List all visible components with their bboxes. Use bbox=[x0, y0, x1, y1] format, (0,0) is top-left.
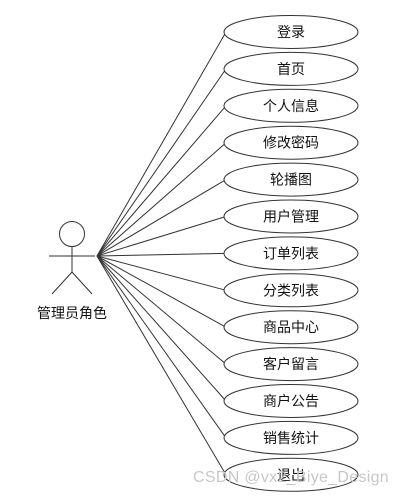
connector-line bbox=[96, 179, 227, 257]
use-case: 个人信息 bbox=[223, 88, 359, 123]
use-case-ellipse bbox=[223, 162, 359, 197]
actor-label: 管理员角色 bbox=[37, 305, 107, 322]
use-case: 退出 bbox=[223, 457, 359, 492]
use-case: 登录 bbox=[223, 15, 359, 49]
use-case-ellipse bbox=[223, 88, 359, 123]
use-case-ellipse bbox=[223, 236, 359, 271]
use-case-label: 销售统计 bbox=[263, 431, 319, 447]
watermark: CSDN @vx2_Biye_Design bbox=[193, 469, 389, 486]
use-case-list: 登录首页个人信息修改密码轮播图用户管理订单列表分类列表商品中心客户留言商户公告销… bbox=[223, 15, 359, 492]
actor-right-leg bbox=[71, 271, 93, 295]
connector-line bbox=[96, 255, 227, 365]
connector-line bbox=[96, 68, 227, 257]
use-case-label: 个人信息 bbox=[263, 98, 319, 115]
use-case-ellipse bbox=[223, 199, 359, 234]
use-case-ellipse bbox=[223, 384, 359, 418]
actor-left-leg bbox=[51, 271, 73, 295]
connector-line bbox=[96, 255, 227, 476]
use-case-ellipse bbox=[223, 347, 359, 382]
connector-line bbox=[96, 31, 227, 257]
use-case-ellipse bbox=[223, 420, 359, 455]
use-case-ellipse bbox=[223, 15, 359, 49]
use-case-ellipse bbox=[223, 457, 359, 492]
use-case-label: 首页 bbox=[277, 62, 305, 78]
connector-line bbox=[96, 105, 227, 257]
use-case-label: 客户留言 bbox=[263, 356, 319, 373]
connector-line bbox=[96, 255, 227, 328]
connector-line bbox=[96, 255, 227, 291]
connector-line bbox=[96, 255, 227, 402]
use-case-label: 轮播图 bbox=[270, 173, 312, 189]
use-case: 商户公告 bbox=[223, 384, 359, 418]
use-case-label: 商品中心 bbox=[263, 320, 319, 336]
connector-line bbox=[96, 255, 227, 439]
use-case: 客户留言 bbox=[223, 347, 359, 382]
actor-head bbox=[59, 221, 85, 247]
use-case-label: 商户公告 bbox=[263, 393, 319, 410]
use-case-label: 用户管理 bbox=[263, 209, 319, 226]
use-case-ellipse bbox=[223, 51, 359, 86]
use-case: 销售统计 bbox=[223, 420, 359, 455]
use-case-ellipse bbox=[223, 125, 359, 160]
use-case: 订单列表 bbox=[223, 236, 359, 271]
connector-line bbox=[96, 216, 227, 257]
use-case-ellipse bbox=[223, 310, 359, 345]
use-case-label: 修改密码 bbox=[263, 135, 319, 152]
use-case-label: 分类列表 bbox=[263, 283, 319, 299]
use-case-label: 退出 bbox=[277, 468, 305, 484]
use-case-ellipse bbox=[223, 273, 359, 308]
use-case: 商品中心 bbox=[223, 310, 359, 345]
use-case-label: 登录 bbox=[277, 25, 305, 41]
use-case: 首页 bbox=[223, 51, 359, 86]
connector-line bbox=[96, 252, 227, 257]
use-case-label: 订单列表 bbox=[263, 246, 319, 262]
use-case: 修改密码 bbox=[223, 125, 359, 160]
connector-lines bbox=[96, 31, 227, 476]
use-case: 用户管理 bbox=[223, 199, 359, 234]
use-case: 分类列表 bbox=[223, 273, 359, 308]
connector-line bbox=[96, 142, 227, 257]
actor-figure: 管理员角色 bbox=[37, 221, 107, 322]
use-case: 轮播图 bbox=[223, 162, 359, 197]
